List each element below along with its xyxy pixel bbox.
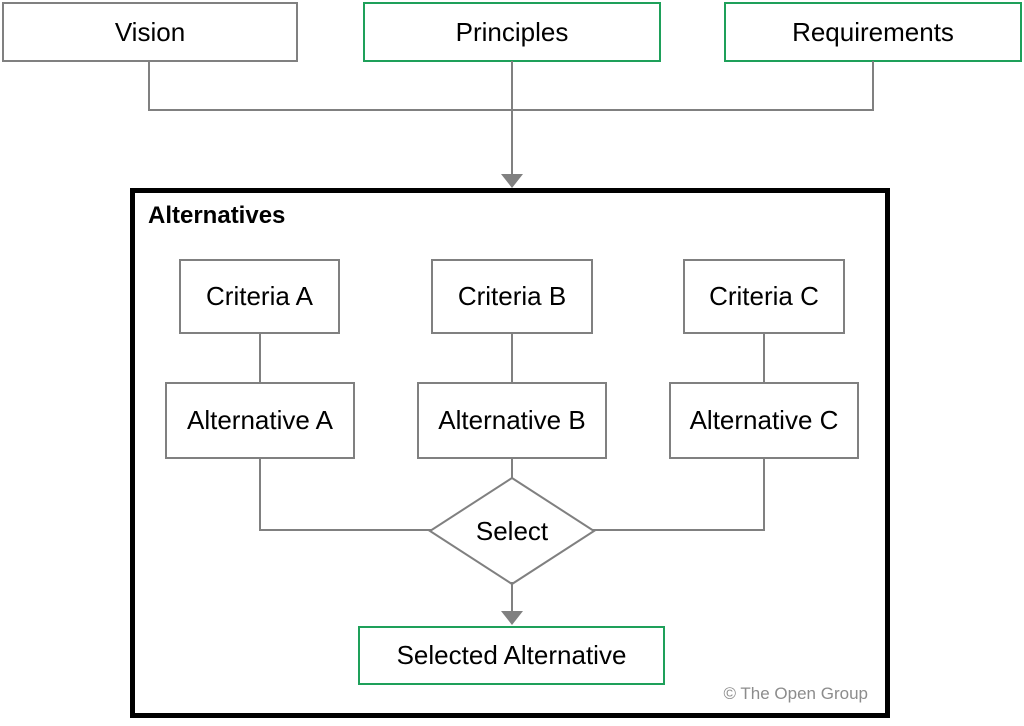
requirements-label: Requirements xyxy=(792,16,954,47)
criteria-c-box: Criteria C xyxy=(683,259,845,334)
connector-criteria-b xyxy=(511,333,513,383)
criteria-a-box: Criteria A xyxy=(179,259,340,334)
connector-requirements-vertical xyxy=(872,61,874,110)
select-label: Select xyxy=(475,515,549,546)
copyright-text: © The Open Group xyxy=(723,684,868,703)
connector-criteria-a xyxy=(259,333,261,383)
down-arrowhead-icon-2 xyxy=(501,611,523,625)
connector-select-vertical xyxy=(511,582,513,613)
alternative-c-box: Alternative C xyxy=(669,382,859,459)
principles-label: Principles xyxy=(455,16,569,47)
connector-vision-vertical xyxy=(148,61,150,110)
criteria-b-label: Criteria B xyxy=(457,281,567,312)
criteria-a-label: Criteria A xyxy=(206,281,313,312)
alternative-a-box: Alternative A xyxy=(165,382,355,459)
requirements-box: Requirements xyxy=(724,2,1022,62)
alternative-b-label: Alternative B xyxy=(438,405,586,436)
connector-alt-a-vertical xyxy=(259,458,261,531)
alternatives-title: Alternatives xyxy=(148,202,286,229)
connector-alt-a-horizontal xyxy=(259,529,433,531)
connector-alt-c-horizontal xyxy=(591,529,765,531)
vision-box: Vision xyxy=(2,2,298,62)
principles-box: Principles xyxy=(363,2,661,62)
selected-alternative-label: Selected Alternative xyxy=(396,640,627,671)
criteria-b-box: Criteria B xyxy=(431,259,593,334)
connector-center-vertical xyxy=(511,61,513,175)
alternatives-container xyxy=(130,188,890,718)
alternative-b-box: Alternative B xyxy=(417,382,607,459)
connector-alt-b-vertical xyxy=(511,458,513,484)
connector-criteria-c xyxy=(763,333,765,383)
connector-alt-c-vertical xyxy=(763,458,765,531)
selected-alternative-box: Selected Alternative xyxy=(358,626,665,685)
alternative-c-label: Alternative C xyxy=(689,405,839,436)
down-arrowhead-icon xyxy=(501,174,523,188)
criteria-c-label: Criteria C xyxy=(709,281,819,312)
alternative-a-label: Alternative A xyxy=(187,405,333,436)
vision-label: Vision xyxy=(114,16,186,47)
